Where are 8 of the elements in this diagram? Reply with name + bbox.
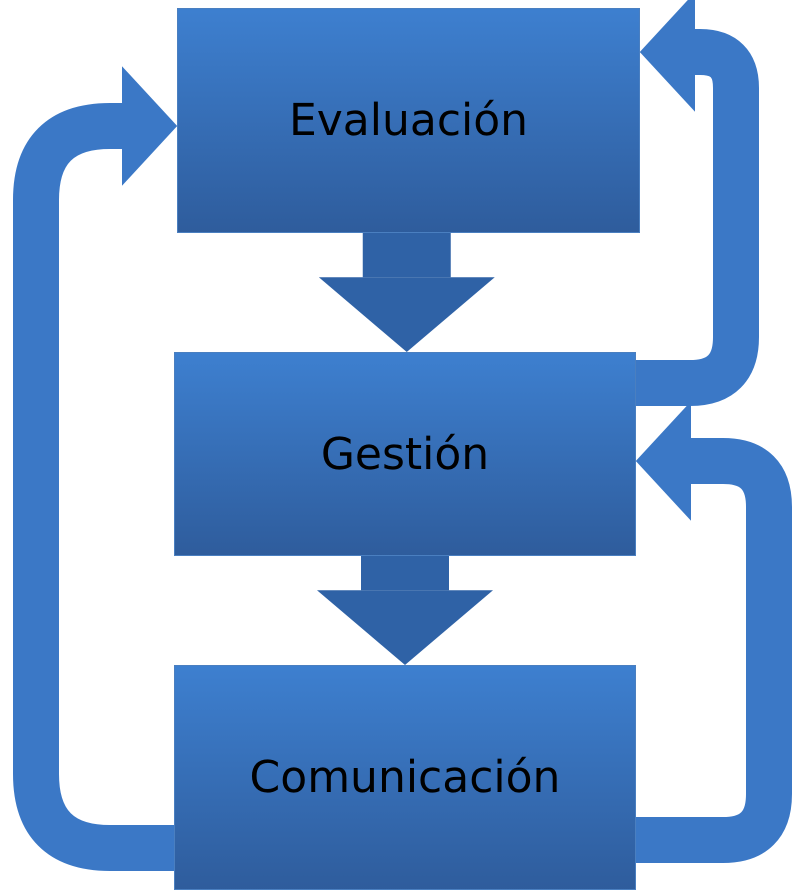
process-box — [177, 8, 640, 233]
box-label: Gestión — [320, 428, 490, 480]
block-arrow — [318, 233, 495, 352]
block-arrow — [317, 556, 493, 665]
box-label: Comunicación — [250, 752, 560, 803]
process-box — [174, 352, 636, 556]
box-label: Evaluación — [288, 95, 528, 146]
process-box — [174, 665, 636, 890]
